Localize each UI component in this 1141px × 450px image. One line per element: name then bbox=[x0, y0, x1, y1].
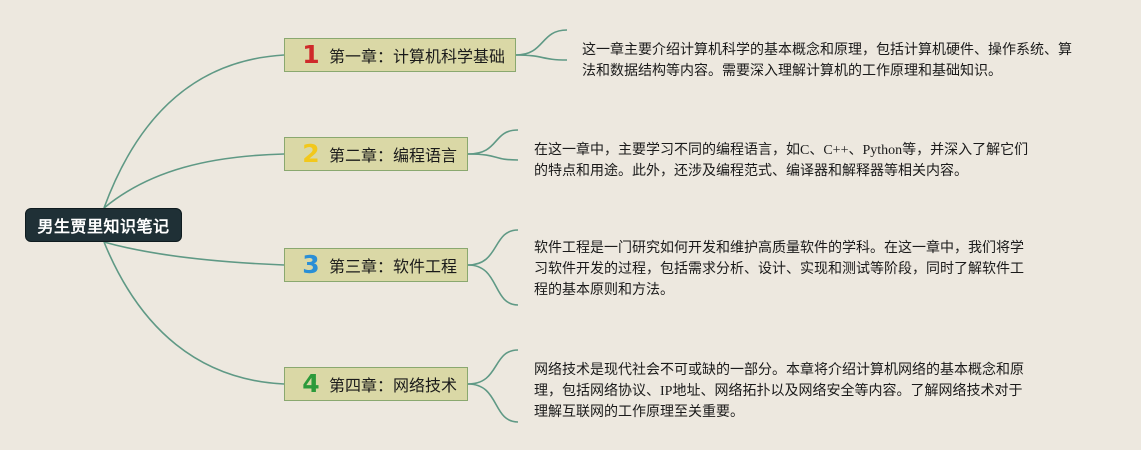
connector-central-chapter-4 bbox=[103, 241, 285, 385]
chapter-description-1: 这一章主要介绍计算机科学的基本概念和原理，包括计算机硬件、操作系统、算法和数据结… bbox=[582, 43, 1072, 79]
central-topic[interactable]: 男生贾里知识笔记 bbox=[25, 208, 182, 242]
number-1-icon: 1 bbox=[302, 40, 320, 69]
connector-chapter-2-desc-bottom bbox=[467, 153, 519, 161]
chapter-title: 第一章：计算机科学基础 bbox=[329, 47, 506, 66]
connector-chapter-3-desc-bottom bbox=[467, 264, 519, 306]
central-topic-label: 男生贾里知识笔记 bbox=[37, 217, 170, 236]
connector-chapter-2-desc-top bbox=[467, 129, 519, 155]
chapter-title: 第四章：网络技术 bbox=[329, 376, 458, 395]
chapter-description-4: 网络技术是现代社会不可或缺的一部分。本章将介绍计算机网络的基本概念和原理，包括网… bbox=[534, 363, 1024, 420]
chapter-node-4[interactable]: 4 第四章：网络技术 bbox=[284, 367, 468, 401]
chapter-title: 第二章：编程语言 bbox=[329, 146, 458, 165]
chapter-node-2[interactable]: 2 第二章：编程语言 bbox=[284, 137, 468, 171]
chapter-node-3[interactable]: 3 第三章：软件工程 bbox=[284, 248, 468, 282]
number-2-icon: 2 bbox=[302, 139, 320, 168]
chapter-description-2: 在这一章中，主要学习不同的编程语言，如C、C++、Python等，并深入了解它们… bbox=[534, 143, 1029, 179]
connector-central-chapter-2 bbox=[103, 153, 285, 209]
chapter-title: 第三章：软件工程 bbox=[329, 257, 458, 276]
number-4-icon: 4 bbox=[302, 369, 320, 398]
chapter-node-1[interactable]: 1 第一章：计算机科学基础 bbox=[284, 38, 516, 72]
connector-chapter-4-desc-bottom bbox=[467, 383, 519, 423]
connector-chapter-3-desc-top bbox=[467, 229, 519, 266]
connector-chapter-1-desc-bottom bbox=[515, 54, 568, 61]
number-3-icon: 3 bbox=[302, 250, 320, 279]
chapter-description-3: 软件工程是一门研究如何开发和维护高质量软件的学科。在这一章中，我们将学习软件开发… bbox=[534, 241, 1024, 298]
connector-chapter-1-desc-top bbox=[515, 29, 568, 56]
connector-central-chapter-3 bbox=[103, 241, 285, 266]
connector-central-chapter-1 bbox=[103, 54, 285, 209]
connector-chapter-4-desc-top bbox=[467, 349, 519, 385]
